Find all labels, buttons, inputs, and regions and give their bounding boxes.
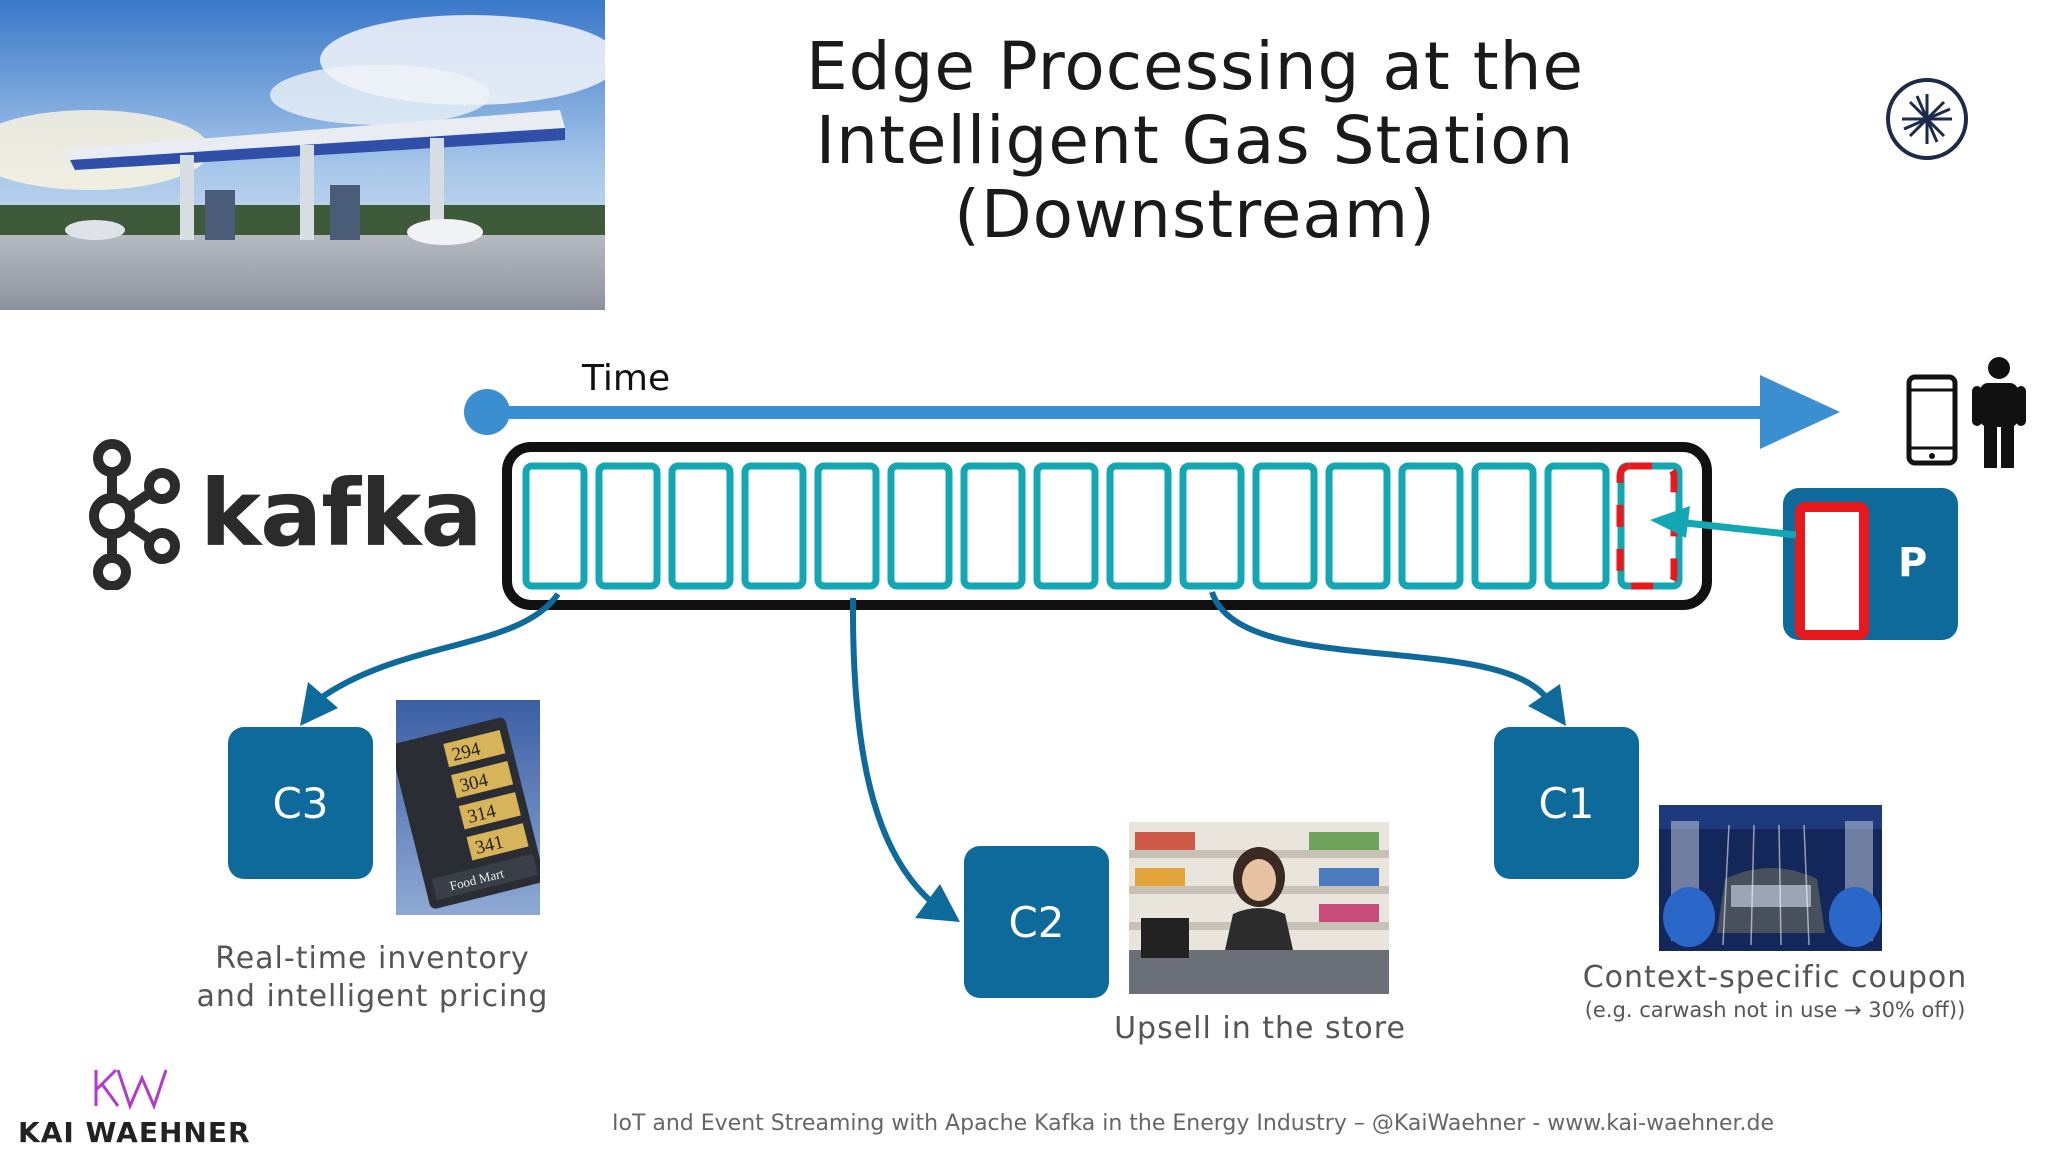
produce-arrow xyxy=(1646,502,1797,552)
consumer-c1-label: C1 xyxy=(1538,778,1595,828)
c3-caption-line-1: Real-time inventory xyxy=(215,941,530,976)
log-record xyxy=(741,462,807,590)
c1-caption: Context-specific coupon xyxy=(1582,960,1968,995)
producer-label: P xyxy=(1898,540,1928,586)
c3-caption-line-2: and intelligent pricing xyxy=(196,979,549,1014)
log-record xyxy=(1471,462,1537,590)
slide-title: Edge Processing at the Intelligent Gas S… xyxy=(600,30,1790,252)
author-name: KAI WAEHNER xyxy=(18,1116,251,1149)
title-line-2: Intelligent Gas Station xyxy=(815,102,1575,179)
log-record xyxy=(668,462,734,590)
log-record xyxy=(1033,462,1099,590)
footer-text: IoT and Event Streaming with Apache Kafk… xyxy=(612,1111,1775,1136)
kafka-wordmark: kafka xyxy=(200,460,483,567)
consumer-c3: C3 xyxy=(228,727,373,879)
consumer-c3-label: C3 xyxy=(272,778,329,828)
title-line-1: Edge Processing at the xyxy=(805,28,1585,105)
log-record xyxy=(814,462,880,590)
title-line-3: (Downstream) xyxy=(954,176,1436,253)
c3-caption: Real-time inventory and intelligent pric… xyxy=(150,940,595,1016)
c1-caption-detail: (e.g. carwash not in use → 30% off)) xyxy=(1584,998,1966,1022)
c2-caption: Upsell in the store xyxy=(1114,1011,1406,1046)
log-record xyxy=(960,462,1026,590)
log-record xyxy=(595,462,661,590)
log-record xyxy=(1544,462,1610,590)
consumer-c1: C1 xyxy=(1494,727,1639,879)
log-record xyxy=(1325,462,1391,590)
person-icon xyxy=(1970,356,2028,468)
carwash-photo xyxy=(1659,805,1882,951)
new-record xyxy=(1795,502,1869,640)
price-sign-photo: 294 304 314 341 Food Mart xyxy=(396,700,540,915)
kafka-partition-log xyxy=(502,442,1712,610)
phone-icon xyxy=(1906,374,1958,466)
time-label: Time xyxy=(582,358,671,399)
log-record xyxy=(522,462,588,590)
consumer-c2-label: C2 xyxy=(1008,897,1065,947)
kafka-logo-icon xyxy=(82,438,182,591)
producer-box: P xyxy=(1783,488,1958,640)
gas-station-photo xyxy=(0,0,605,310)
author-logo-icon xyxy=(88,1064,172,1112)
store-clerk-photo xyxy=(1129,822,1389,994)
log-record xyxy=(887,462,953,590)
log-record xyxy=(1179,462,1245,590)
log-record xyxy=(1252,462,1318,590)
consumer-c2: C2 xyxy=(964,846,1109,998)
log-record xyxy=(1106,462,1172,590)
time-arrow xyxy=(460,370,1840,450)
log-record xyxy=(1398,462,1464,590)
confluent-logo-icon xyxy=(1884,76,1970,162)
